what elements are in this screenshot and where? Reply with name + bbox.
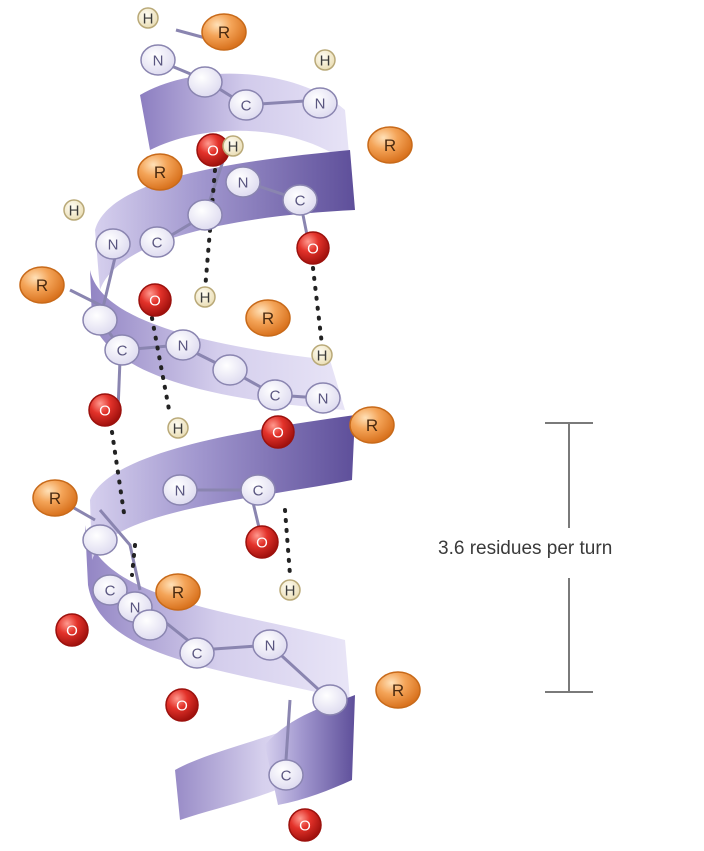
carbon-atom: C [229, 90, 263, 120]
r-group-atom-label: R [384, 136, 396, 155]
carbon-atom-label: C [105, 582, 116, 599]
hydrogen-atom-label: H [143, 10, 154, 27]
oxygen-atom: O [289, 809, 321, 841]
carbon-atom: C [105, 335, 139, 365]
carbon-atom: C [269, 760, 303, 790]
alpha-carbon-atom [213, 355, 247, 385]
carbon-atom-label: C [270, 387, 281, 404]
r-group-atom: R [246, 300, 290, 336]
nitrogen-atom-label: N [108, 236, 119, 253]
r-group-atom-label: R [366, 416, 378, 435]
oxygen-atom: O [246, 526, 278, 558]
oxygen-atom-label: O [256, 534, 268, 551]
oxygen-atom: O [166, 689, 198, 721]
nitrogen-atom: N [303, 88, 337, 118]
r-group-atom: R [376, 672, 420, 708]
carbon-atom: C [258, 380, 292, 410]
nitrogen-atom-label: N [153, 52, 164, 69]
carbon-atom: C [283, 185, 317, 215]
hydrogen-atom: H [168, 418, 188, 438]
nitrogen-atom: N [253, 630, 287, 660]
nitrogen-atom: N [226, 167, 260, 197]
hydrogen-atom-label: H [228, 138, 239, 155]
hydrogen-atom-label: H [173, 420, 184, 437]
hydrogen-bond-line [285, 510, 290, 575]
alpha-carbon-atom [83, 525, 117, 555]
hydrogen-atom-label: H [285, 582, 296, 599]
hydrogen-atom-label: H [320, 52, 331, 69]
carbon-atom: C [140, 227, 174, 257]
r-group-atom: R [156, 574, 200, 610]
carbon-atom-label: C [281, 767, 292, 784]
hydrogen-atom-label: H [317, 347, 328, 364]
r-group-atom-label: R [49, 489, 61, 508]
oxygen-atom-label: O [149, 292, 161, 309]
hydrogen-atom-label: H [200, 289, 211, 306]
alpha-carbon-atom [188, 200, 222, 230]
hydrogen-atom: H [138, 8, 158, 28]
nitrogen-atom: N [163, 475, 197, 505]
r-group-atom: R [350, 407, 394, 443]
nitrogen-atom-label: N [238, 174, 249, 191]
r-group-atom-label: R [218, 23, 230, 42]
r-group-atom-label: R [36, 276, 48, 295]
hydrogen-bond-line [313, 268, 322, 345]
alpha-carbon-atom [188, 67, 222, 97]
nitrogen-atom: N [166, 330, 200, 360]
nitrogen-atom: N [141, 45, 175, 75]
hydrogen-atom: H [315, 50, 335, 70]
nitrogen-atom: N [96, 229, 130, 259]
carbon-atom-label: C [253, 482, 264, 499]
alpha-carbon-atom [133, 610, 167, 640]
hydrogen-atom: H [195, 287, 215, 307]
oxygen-atom: O [56, 614, 88, 646]
oxygen-atom: O [262, 416, 294, 448]
hydrogen-atom: H [223, 136, 243, 156]
r-group-atom: R [20, 267, 64, 303]
r-group-atom-label: R [392, 681, 404, 700]
carbon-atom-label: C [152, 234, 163, 251]
carbon-atom-label: C [117, 342, 128, 359]
r-group-atom: R [33, 480, 77, 516]
carbon-atom: C [241, 475, 275, 505]
carbon-atom-label: C [192, 645, 203, 662]
hydrogen-atom: H [280, 580, 300, 600]
r-group-atom-label: R [154, 163, 166, 182]
oxygen-atom: O [297, 232, 329, 264]
nitrogen-atom: N [306, 383, 340, 413]
r-group-atom: R [138, 154, 182, 190]
nitrogen-atom-label: N [175, 482, 186, 499]
r-group-atom: R [368, 127, 412, 163]
nitrogen-atom-label: N [178, 337, 189, 354]
carbon-atom-label: C [241, 97, 252, 114]
r-group-atom-label: R [172, 583, 184, 602]
oxygen-atom-label: O [299, 817, 311, 834]
oxygen-atom-label: O [207, 142, 219, 159]
oxygen-atom-label: O [272, 424, 284, 441]
oxygen-atom-label: O [307, 240, 319, 257]
alpha-carbon-atom [83, 305, 117, 335]
oxygen-atom-label: O [66, 622, 78, 639]
alpha-carbon-atom [313, 685, 347, 715]
hydrogen-atom: H [64, 200, 84, 220]
oxygen-atom-label: O [176, 697, 188, 714]
nitrogen-atom-label: N [315, 95, 326, 112]
carbon-atom: C [180, 638, 214, 668]
ribbon-segment-front-2 [90, 415, 355, 560]
hydrogen-atom: H [312, 345, 332, 365]
nitrogen-atom-label: N [265, 637, 276, 654]
r-group-atom-label: R [262, 309, 274, 328]
oxygen-atom: O [139, 284, 171, 316]
carbon-atom-label: C [295, 192, 306, 209]
oxygen-atom: O [89, 394, 121, 426]
pitch-label: 3.6 residues per turn [438, 538, 698, 560]
nitrogen-atom-label: N [318, 390, 329, 407]
hydrogen-atom-label: H [69, 202, 80, 219]
r-group-atom: R [202, 14, 246, 50]
ribbon-segment-front-1 [95, 150, 355, 290]
oxygen-atom-label: O [99, 402, 111, 419]
